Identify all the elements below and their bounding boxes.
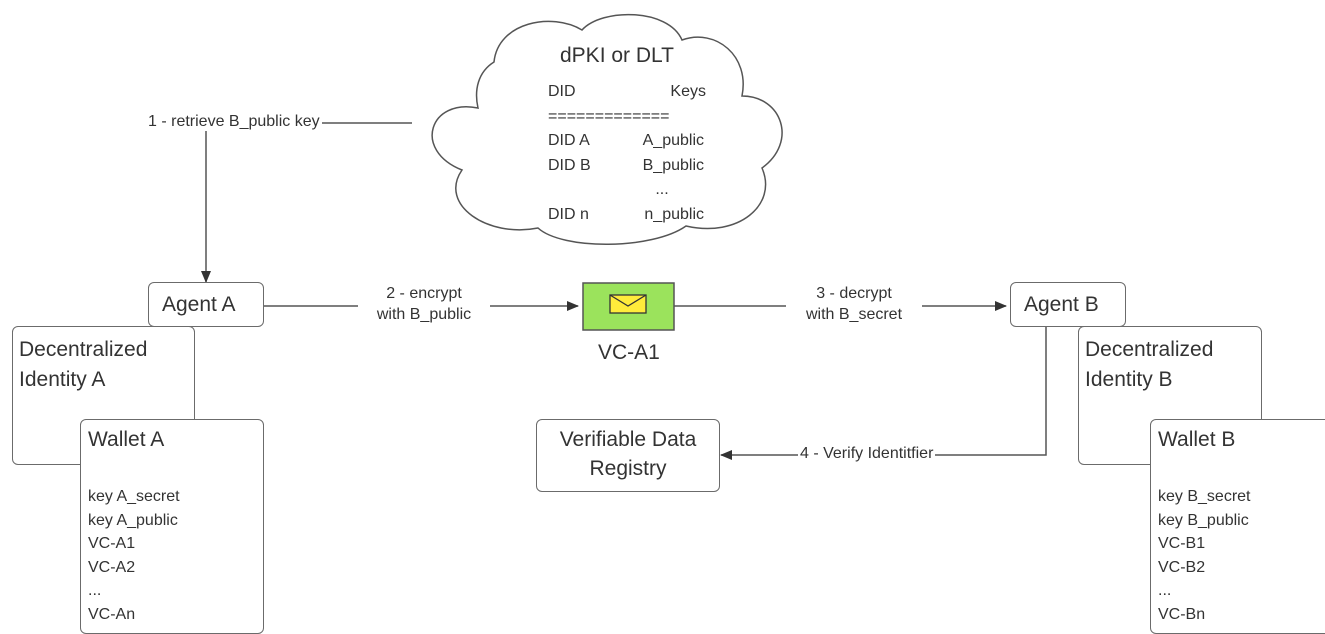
agent-a[interactable]: Agent A: [148, 282, 264, 327]
agent-a-label: Agent A: [162, 293, 236, 316]
list-item: key B_secret: [1158, 488, 1251, 505]
cloud-shape: [431, 13, 783, 245]
table-row: ...: [655, 181, 669, 198]
header-did: DID: [548, 83, 576, 100]
list-item: key A_public: [88, 511, 178, 529]
wallet-a-title: Wallet A: [88, 428, 165, 451]
step-4-label: 4 - Verify Identitfier: [798, 445, 936, 463]
wallet-a[interactable]: Wallet A key A_secret key A_public VC-A1…: [80, 419, 264, 634]
list-item: VC-B2: [1158, 558, 1206, 576]
step-3-label: 3 - decrypt with B_secret: [786, 283, 922, 325]
header-keys: Keys: [670, 83, 706, 100]
verifiable-data-registry[interactable]: Verifiable Data Registry: [536, 419, 720, 492]
agent-b[interactable]: Agent B: [1010, 282, 1126, 327]
envelope-icon: [609, 294, 647, 314]
list-item: VC-A1: [88, 535, 136, 552]
list-item: key B_public: [1158, 511, 1249, 529]
list-item: VC-Bn: [1158, 605, 1206, 623]
table-header: DID Keys: [548, 80, 706, 105]
table-row: DID A A_public: [548, 132, 704, 149]
table-separator: =============: [548, 107, 670, 125]
message-label: VC-A1: [598, 341, 660, 364]
list-item: ...: [88, 582, 102, 599]
did-key-table: DID Keys ============= DID A A_public DI…: [548, 80, 706, 227]
list-item: VC-B1: [1158, 535, 1206, 552]
agent-b-label: Agent B: [1024, 293, 1099, 316]
wallet-b[interactable]: Wallet B key B_secret key B_public VC-B1…: [1150, 419, 1325, 634]
table-row: DID B B_public: [548, 156, 704, 174]
step-2-label: 2 - encrypt with B_public: [358, 283, 490, 325]
step-1-label: 1 - retrieve B_public key: [146, 113, 322, 131]
wallet-a-items: key A_secret key A_public VC-A1 VC-A2 ..…: [88, 485, 180, 626]
list-item: key A_secret: [88, 488, 180, 505]
connector-verify: [720, 327, 1047, 460]
wallet-b-items: key B_secret key B_public VC-B1 VC-B2 ..…: [1158, 485, 1250, 626]
list-item: VC-A2: [88, 558, 136, 576]
cloud-title: dPKI or DLT: [560, 44, 674, 67]
wallet-b-title: Wallet B: [1158, 428, 1236, 451]
table-row: DID n n_public: [548, 205, 704, 223]
list-item: ...: [1158, 582, 1172, 599]
list-item: VC-An: [88, 605, 136, 623]
connector-retrieve-key: [201, 122, 412, 283]
